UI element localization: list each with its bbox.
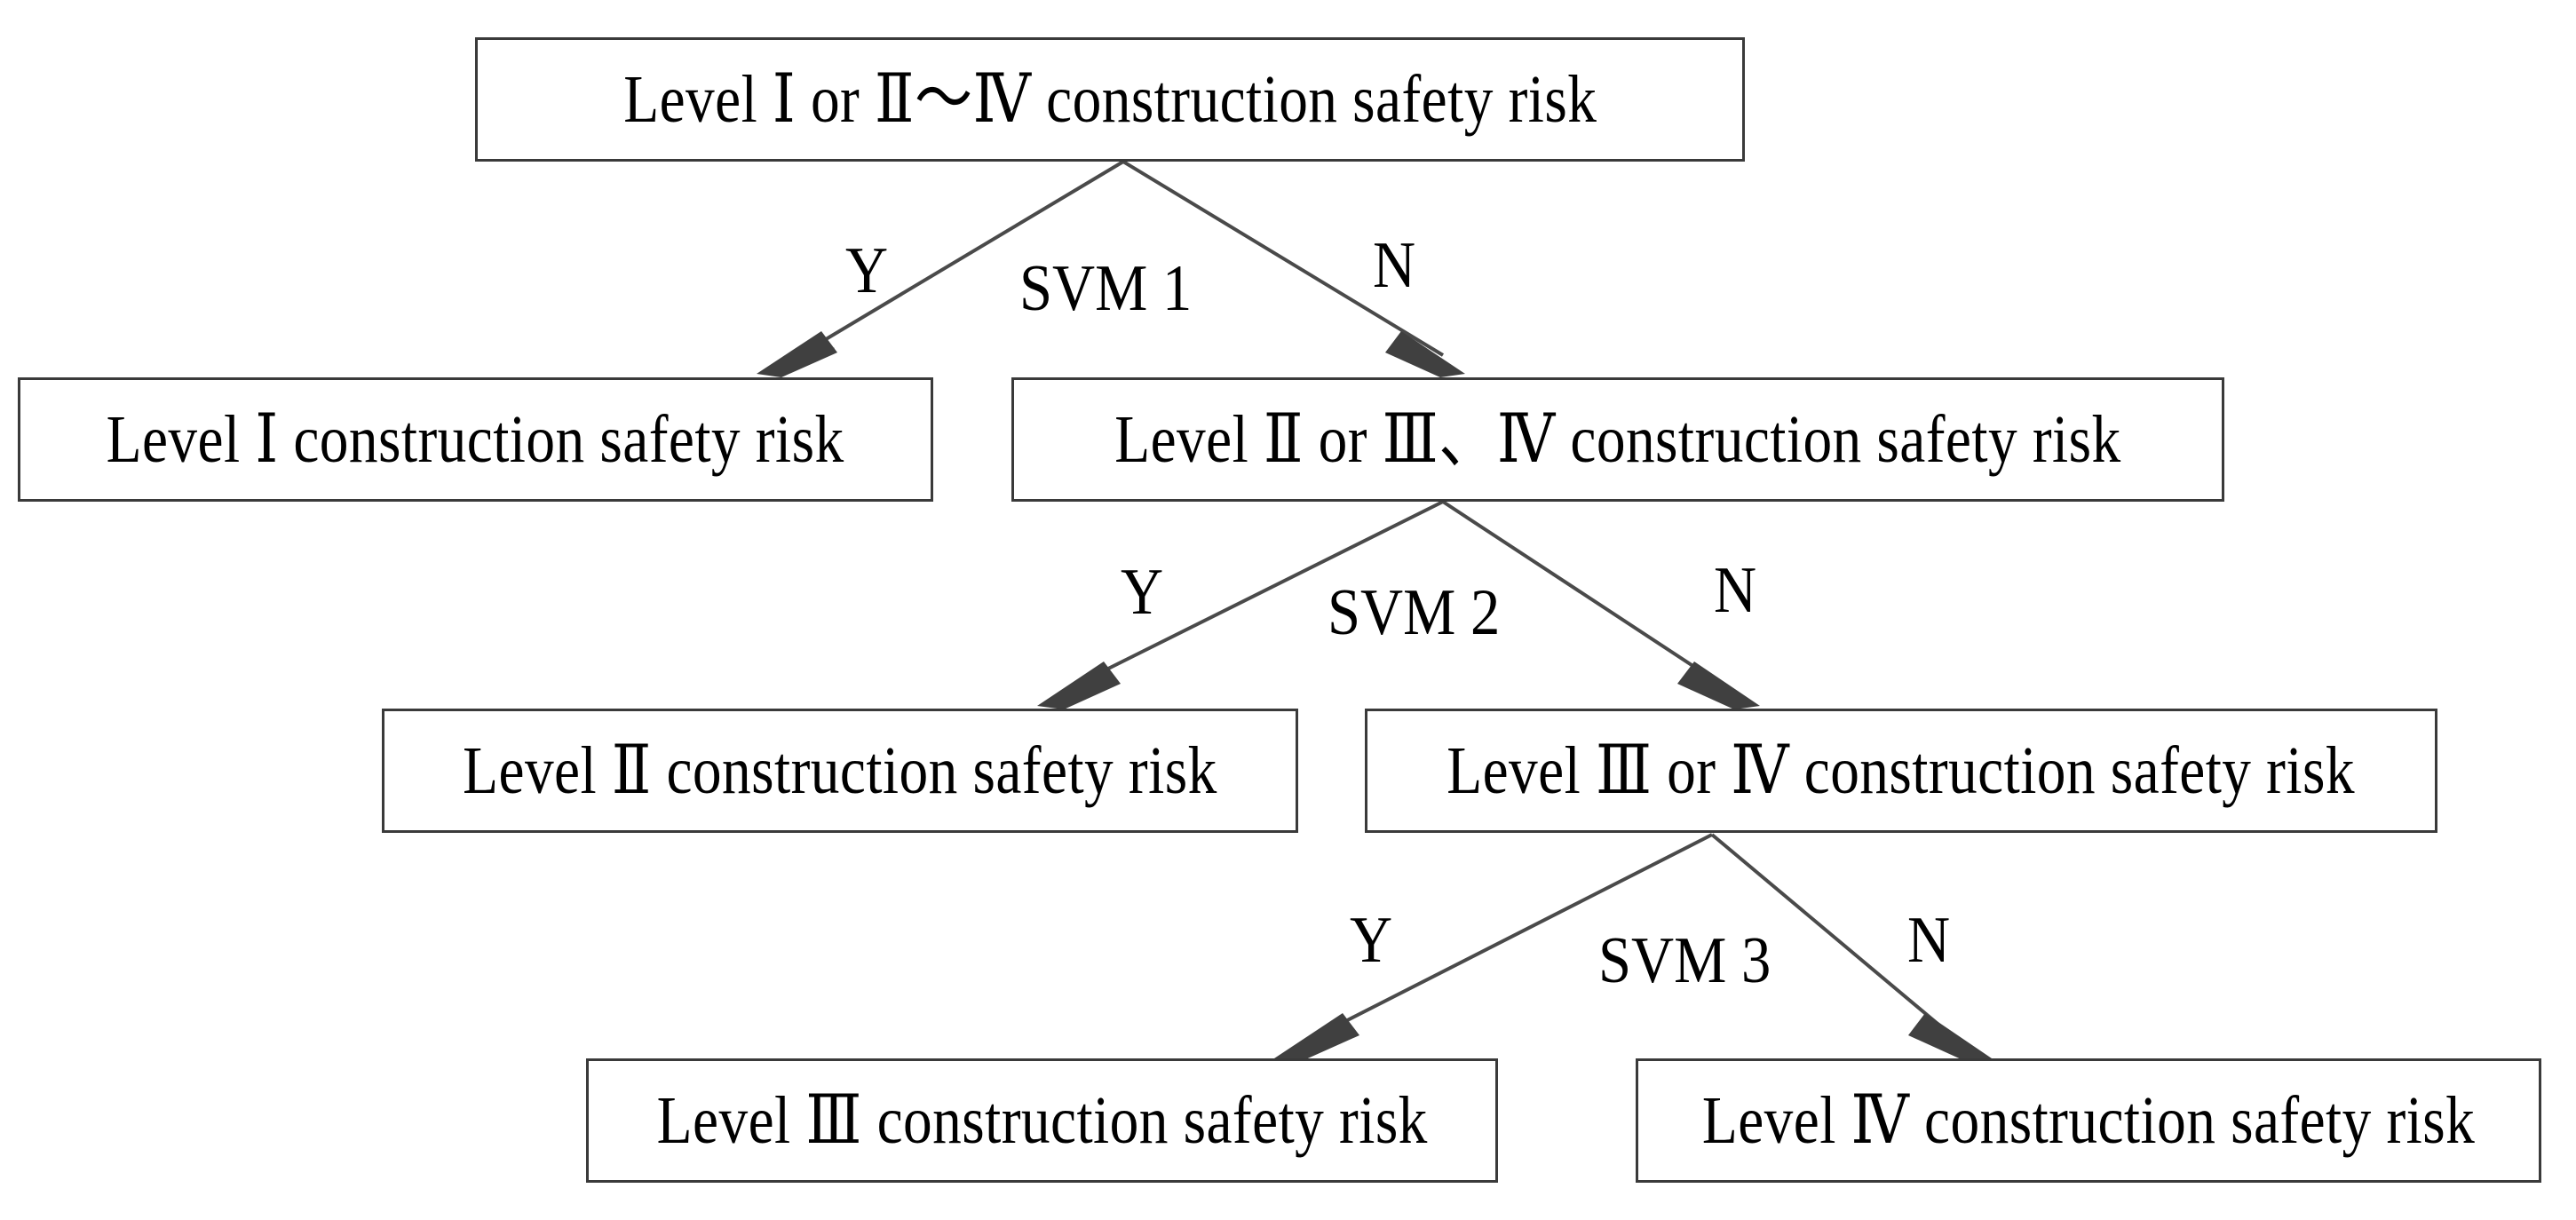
classifier-label-svm2: SVM 2 — [1328, 576, 1501, 649]
edge-label-svm1-no: N — [1373, 229, 1416, 302]
edge-svm2-no — [1441, 500, 1760, 709]
node-level-2-or-3-4[interactable]: Level Ⅱ or Ⅲ、Ⅳ construction safety risk — [1011, 377, 2224, 502]
edge-label-svm2-no: N — [1714, 554, 1757, 627]
node-level-1[interactable]: Level Ⅰ construction safety risk — [18, 377, 933, 502]
node-level-1-label: Level Ⅰ construction safety risk — [107, 402, 844, 477]
edge-label-svm3-yes: Y — [1350, 904, 1393, 977]
edge-label-svm2-yes: Y — [1121, 556, 1164, 629]
edge-svm3-no — [1710, 833, 1992, 1061]
node-level-2-label: Level Ⅱ construction safety risk — [463, 733, 1217, 808]
edge-svm1-no — [1122, 160, 1465, 377]
node-level-3-or-4[interactable]: Level Ⅲ or Ⅳ construction safety risk — [1365, 709, 2437, 833]
edge-label-svm3-no: N — [1907, 904, 1951, 977]
node-level-4-label: Level Ⅳ construction safety risk — [1701, 1083, 2476, 1158]
node-level-3-label: Level Ⅲ construction safety risk — [656, 1083, 1428, 1158]
node-root[interactable]: Level Ⅰ or Ⅱ～Ⅳ construction safety risk — [475, 37, 1745, 162]
node-level-2-or-3-4-label: Level Ⅱ or Ⅲ、Ⅳ construction safety risk — [1114, 402, 2121, 477]
edge-svm2-yes — [1037, 500, 1444, 709]
node-level-4[interactable]: Level Ⅳ construction safety risk — [1636, 1058, 2541, 1183]
edge-svm1-yes — [757, 160, 1125, 377]
node-level-2[interactable]: Level Ⅱ construction safety risk — [382, 709, 1298, 833]
edge-label-svm1-yes: Y — [845, 234, 889, 307]
classifier-label-svm1: SVM 1 — [1019, 252, 1193, 325]
node-level-3-or-4-label: Level Ⅲ or Ⅳ construction safety risk — [1447, 733, 2356, 808]
node-level-3[interactable]: Level Ⅲ construction safety risk — [586, 1058, 1498, 1183]
edge-svm3-yes — [1274, 833, 1713, 1061]
node-root-label: Level Ⅰ or Ⅱ～Ⅳ construction safety risk — [622, 62, 1597, 137]
classifier-label-svm3: SVM 3 — [1598, 924, 1771, 997]
